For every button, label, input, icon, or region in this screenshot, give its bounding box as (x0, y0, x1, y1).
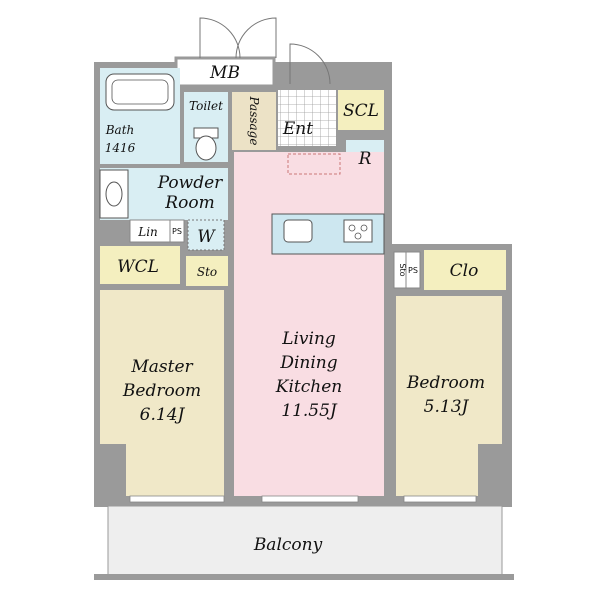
room-ps-left (169, 219, 185, 243)
bathtub-inner-icon (111, 79, 169, 105)
label-clo: Clo (450, 261, 479, 281)
label-w: W (197, 227, 216, 247)
label-powder-2: Room (164, 193, 214, 213)
bedroom-corner-notch (478, 444, 502, 496)
label-r: R (358, 149, 372, 169)
label-ps-right: PS (408, 266, 418, 275)
room-mb (174, 56, 276, 88)
room-ldk (234, 152, 384, 496)
balcony (107, 505, 503, 579)
label-bedroom-1: Bedroom (406, 373, 485, 393)
label-bath-size: 1416 (105, 141, 136, 155)
entry-mat-dashed (287, 153, 341, 175)
label-master-3: 6.14J (140, 405, 186, 425)
stove-burner-icon (354, 232, 362, 240)
label-passage: Passage (247, 96, 261, 146)
label-ldk-3: Kitchen (275, 377, 342, 397)
kitchen-sink-icon (283, 219, 313, 243)
sink-icon (105, 181, 123, 207)
label-balcony: Balcony (253, 535, 323, 555)
label-sto-right: Sto (398, 263, 407, 276)
master-corner-notch (100, 444, 126, 496)
label-ps-left: PS (172, 227, 182, 236)
entrance-door (289, 43, 331, 85)
stove-burner-icon (348, 224, 356, 232)
room-wcl (100, 246, 180, 284)
room-entrance (278, 90, 336, 146)
label-powder-1: Powder (157, 173, 223, 193)
label-toilet: Toilet (189, 99, 223, 113)
stove-burner-icon (360, 224, 368, 232)
bathtub-icon (105, 73, 175, 111)
window-bedroom (403, 495, 477, 503)
room-sto-left (186, 256, 228, 286)
room-passage (232, 92, 276, 150)
mb-door-right (235, 17, 277, 59)
balcony-rail (94, 574, 514, 580)
label-bath: Bath (105, 123, 135, 137)
mb-door-left (199, 17, 241, 59)
label-bedroom-2: 5.13J (424, 397, 470, 417)
label-ldk-1: Living (281, 329, 336, 349)
label-ldk-2: Dining (279, 353, 337, 373)
sink-counter-icon (99, 169, 129, 219)
label-mb: MB (209, 63, 240, 83)
washer-area (187, 219, 225, 251)
room-ps-right (405, 251, 421, 289)
room-scl (338, 90, 384, 130)
label-scl: SCL (343, 101, 379, 121)
label-sto-left: Sto (197, 265, 217, 279)
label-ldk-4: 11.55J (281, 401, 338, 421)
label-ent: Ent (282, 119, 313, 139)
label-lin: Lin (137, 225, 158, 239)
window-ldk (261, 495, 359, 503)
room-clo (424, 250, 506, 290)
toilet-bowl-icon (195, 135, 217, 161)
label-wcl: WCL (117, 257, 159, 277)
label-master-1: Master (130, 357, 193, 377)
label-master-2: Bedroom (122, 381, 201, 401)
window-master (129, 495, 225, 503)
